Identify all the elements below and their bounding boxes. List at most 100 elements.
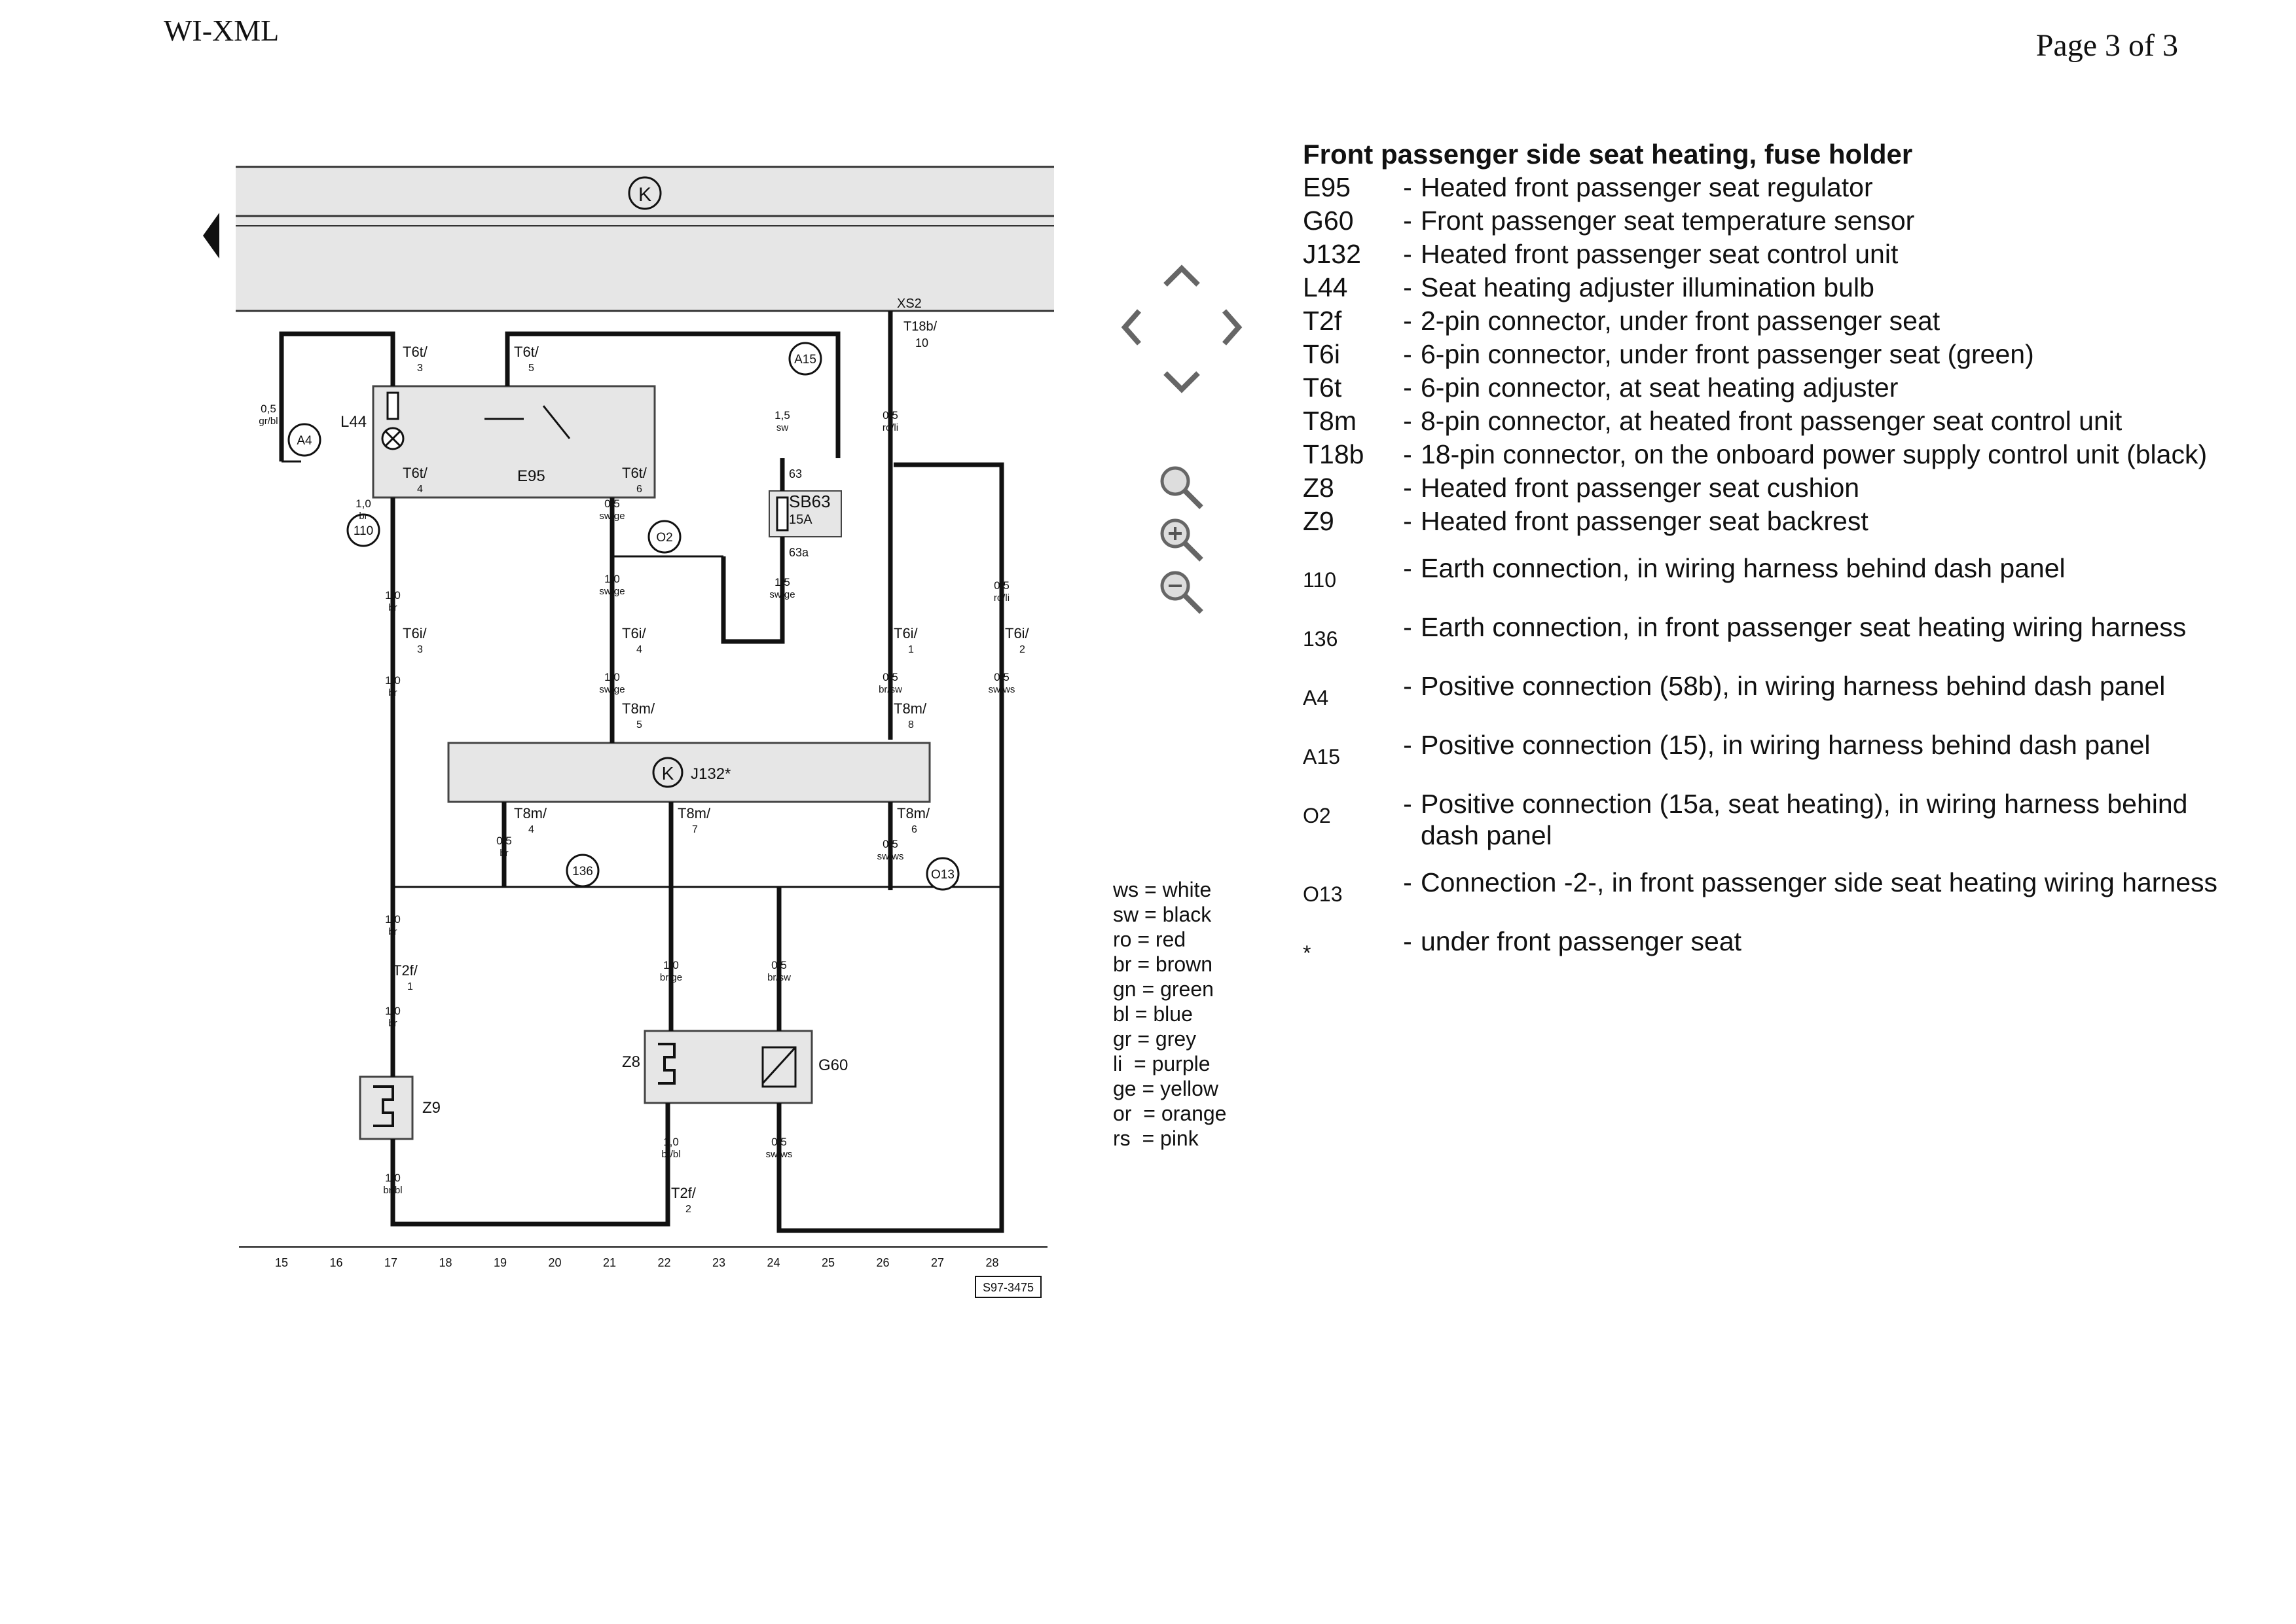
legend-dash: - bbox=[1403, 206, 1412, 236]
connector-label: T2f/ bbox=[393, 962, 418, 979]
connector-pin: 1 bbox=[407, 981, 413, 992]
connector-pin: 8 bbox=[908, 719, 914, 731]
wire-size: 1,5 bbox=[774, 409, 790, 422]
g60-label: G60 bbox=[818, 1056, 848, 1074]
fuse-element bbox=[776, 496, 789, 532]
connection-point-label: 136 bbox=[572, 865, 593, 878]
bus-band bbox=[236, 167, 1054, 311]
wire-z9-bottom bbox=[390, 1103, 670, 1227]
legend-description: 6-pin connector, under front passenger s… bbox=[1421, 339, 2034, 369]
color-code-item: rs = pink bbox=[1113, 1127, 1199, 1150]
wire-color: br bbox=[388, 1018, 397, 1029]
legend-dash: - bbox=[1403, 172, 1412, 202]
legend-description: 8-pin connector, at heated front passeng… bbox=[1421, 406, 2123, 436]
wire-color: sw/ge bbox=[769, 589, 795, 600]
track-number: 22 bbox=[657, 1256, 670, 1269]
wire-size: 0,5 bbox=[496, 835, 512, 847]
legend-dash: - bbox=[1403, 272, 1412, 302]
legend-code: O2 bbox=[1303, 804, 1331, 827]
legend-item: A15-Positive connection (15), in wiring … bbox=[1303, 729, 2219, 772]
legend-code: A15 bbox=[1303, 745, 1340, 768]
legend-code: T6t bbox=[1303, 372, 1342, 403]
track-number: 21 bbox=[603, 1256, 616, 1269]
legend-dash: - bbox=[1403, 439, 1412, 469]
color-code-item: ws = white bbox=[1113, 878, 1212, 901]
page-number: Page 3 of 3 bbox=[2035, 28, 2178, 63]
g60-element bbox=[761, 1046, 797, 1088]
legend-code: T6i bbox=[1303, 339, 1340, 369]
wire-color: sw/ge bbox=[599, 586, 625, 597]
wire-color: br/sw bbox=[879, 684, 902, 695]
connector-label: T8m/ bbox=[897, 805, 930, 821]
wire-color: br bbox=[388, 687, 397, 698]
legend-item: J132-Heated front passenger seat control… bbox=[1303, 238, 2219, 270]
track-number: 24 bbox=[767, 1256, 780, 1269]
legend-item: *-under front passenger seat bbox=[1303, 926, 2219, 969]
wire-color: sw bbox=[776, 422, 789, 433]
connector-pin: 3 bbox=[417, 644, 423, 655]
chevron-down-icon[interactable] bbox=[1163, 371, 1200, 393]
e95-pot bbox=[542, 405, 571, 439]
wire-size: 1,0 bbox=[663, 959, 679, 971]
zoom-out-icon[interactable] bbox=[1160, 571, 1203, 614]
wire-t6i2 bbox=[776, 462, 1004, 1233]
wire-size: 1,0 bbox=[385, 913, 401, 926]
track-number: 17 bbox=[384, 1256, 397, 1269]
connector-label: T6t/ bbox=[514, 344, 539, 360]
fuse-rating: 15A bbox=[789, 513, 812, 527]
zoom-in-icon[interactable] bbox=[1160, 518, 1203, 562]
chevron-right-icon[interactable] bbox=[1222, 309, 1243, 346]
wire-size: 0,5 bbox=[261, 403, 276, 415]
track-number: 18 bbox=[439, 1256, 452, 1269]
legend-code: Z9 bbox=[1303, 506, 1334, 536]
track-number: 19 bbox=[494, 1256, 507, 1269]
wire-size: 0,5 bbox=[771, 1136, 787, 1148]
color-code-item: sw = black bbox=[1113, 903, 1212, 926]
legend-item: G60-Front passenger seat temperature sen… bbox=[1303, 205, 2219, 236]
legend-dash: - bbox=[1403, 306, 1412, 336]
track-number: 20 bbox=[548, 1256, 561, 1269]
fuse-in-label: 63 bbox=[789, 467, 802, 480]
legend-code: Z8 bbox=[1303, 473, 1334, 503]
wire-color: sw/ge bbox=[599, 511, 625, 522]
bus-k-circle bbox=[628, 176, 662, 210]
chevron-left-icon[interactable] bbox=[1121, 309, 1142, 346]
connector-label: T6i/ bbox=[894, 625, 919, 641]
t18b-label: T18b/ bbox=[903, 319, 938, 334]
legend-item: T6i-6-pin connector, under front passeng… bbox=[1303, 338, 2219, 370]
connector-pin: 7 bbox=[692, 824, 698, 835]
zoom-icon[interactable] bbox=[1160, 466, 1203, 509]
wire-size: 0,5 bbox=[604, 497, 620, 510]
wire-size: 1,0 bbox=[385, 589, 401, 602]
wire-size: 0,5 bbox=[994, 671, 1010, 683]
legend-description: 6-pin connector, at seat heating adjuste… bbox=[1421, 372, 1899, 403]
chevron-up-icon[interactable] bbox=[1163, 264, 1200, 287]
color-code-item: bl = blue bbox=[1113, 1002, 1193, 1026]
connection-point-label: A4 bbox=[297, 434, 312, 448]
connector-pin: 2 bbox=[1019, 644, 1025, 655]
wire-color: ro/li bbox=[883, 422, 898, 433]
legend-description: under front passenger seat bbox=[1421, 926, 1742, 956]
legend: Front passenger side seat heating, fuse … bbox=[1303, 139, 2219, 971]
wire-color: sw/ge bbox=[599, 684, 625, 695]
j132-k-circle bbox=[652, 757, 683, 788]
sb63-label: SB63 bbox=[789, 492, 831, 511]
track-number: 25 bbox=[822, 1256, 835, 1269]
wire-color: br/ge bbox=[660, 972, 682, 983]
legend-dash: - bbox=[1403, 553, 1412, 583]
connector-pin: 5 bbox=[636, 719, 642, 731]
back-arrow-icon[interactable] bbox=[203, 213, 219, 259]
thin-wires bbox=[282, 405, 1002, 1085]
track-number: 23 bbox=[712, 1256, 725, 1269]
legend-code: A4 bbox=[1303, 686, 1329, 710]
wire-color: sw/ws bbox=[877, 851, 904, 862]
legend-description: Connection -2-, in front passenger side … bbox=[1421, 867, 2218, 897]
legend-dash: - bbox=[1403, 789, 1412, 819]
legend-dash: - bbox=[1403, 406, 1412, 436]
fuse-out-label: 63a bbox=[789, 546, 809, 559]
connector-pin: 4 bbox=[528, 824, 534, 835]
connector-pin: 6 bbox=[636, 484, 642, 495]
connection-point-circle bbox=[788, 342, 822, 376]
wire-color: br bbox=[500, 848, 508, 859]
